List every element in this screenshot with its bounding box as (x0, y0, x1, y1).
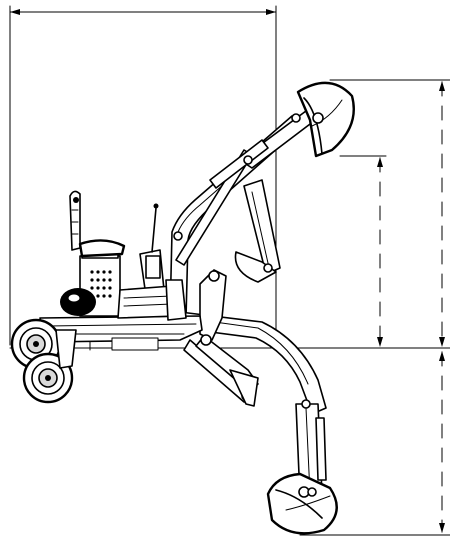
swing-linkage (195, 269, 259, 407)
control-lever (151, 207, 157, 253)
max-height-dimension (439, 81, 445, 347)
dig-depth-dimension (439, 351, 445, 533)
control-tower (139, 203, 165, 297)
dimension-lines (9, 5, 450, 536)
lowered-bucket (266, 472, 338, 535)
raised-arm (169, 81, 355, 319)
fuel-tank (60, 288, 96, 316)
wheels (10, 318, 77, 404)
operator-seat (69, 190, 126, 258)
machine-body (39, 190, 203, 351)
reach-dimension (9, 5, 277, 19)
dump-height-dimension (377, 157, 383, 347)
raised-bucket (296, 81, 355, 158)
